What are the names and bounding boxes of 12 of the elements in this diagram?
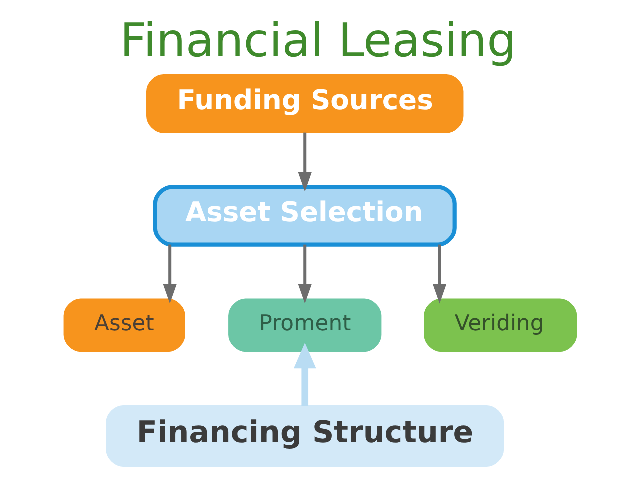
diagram-title: Financial Leasing <box>120 13 516 68</box>
node-box: Proment <box>228 298 382 352</box>
node-box: Asset <box>63 298 185 352</box>
node-box: Veriding <box>424 298 577 352</box>
node-box: Asset Selection <box>152 185 456 247</box>
arrow <box>432 244 446 304</box>
node-box: Funding Sources <box>146 74 464 134</box>
arrow <box>298 132 312 192</box>
arrow <box>293 343 316 406</box>
node-box: Financing Structure <box>106 405 504 467</box>
arrow <box>298 244 312 304</box>
arrow <box>162 244 176 304</box>
